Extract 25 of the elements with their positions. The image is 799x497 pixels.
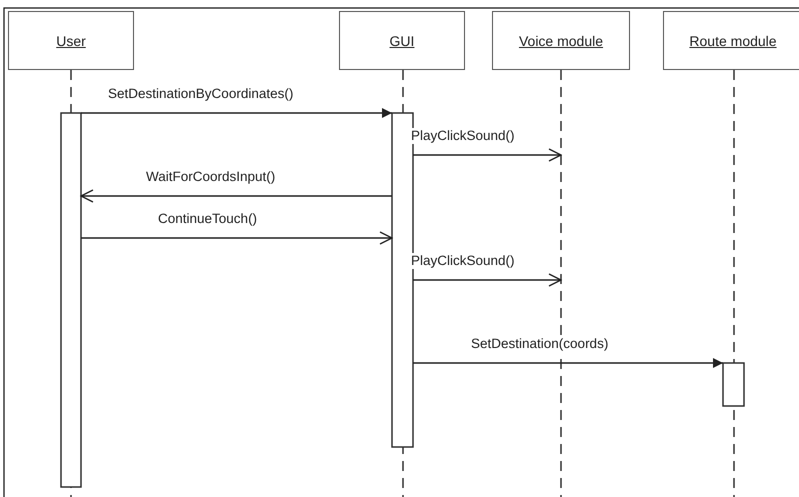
message-arrow bbox=[413, 273, 562, 287]
participant-box bbox=[339, 11, 465, 70]
message-label: SetDestinationByCoordinates() bbox=[107, 86, 294, 102]
message-label: SetDestination(coords) bbox=[470, 336, 610, 352]
participant-name: Voice module bbox=[518, 32, 604, 48]
message-label: PlayClickSound() bbox=[410, 253, 516, 269]
message-label: WaitForCoordsInput() bbox=[145, 169, 276, 185]
activation-bar bbox=[722, 362, 745, 407]
participant-name: User bbox=[56, 32, 86, 48]
activation-bar bbox=[60, 112, 82, 488]
lifeline bbox=[733, 70, 735, 497]
participant-name: Route module bbox=[689, 32, 777, 48]
participant-box bbox=[8, 11, 134, 70]
message-label: PlayClickSound() bbox=[410, 128, 516, 144]
message-arrow bbox=[413, 358, 723, 368]
participant-name: GUI bbox=[390, 32, 414, 48]
lifeline bbox=[560, 70, 562, 497]
participant-box bbox=[663, 11, 799, 70]
participant-box bbox=[492, 11, 630, 70]
message-arrow bbox=[81, 108, 392, 118]
activation-bar bbox=[391, 112, 414, 448]
message-arrow bbox=[80, 189, 392, 203]
message-arrow bbox=[81, 231, 393, 245]
message-arrow bbox=[413, 148, 562, 162]
message-label: ContinueTouch() bbox=[157, 211, 258, 227]
